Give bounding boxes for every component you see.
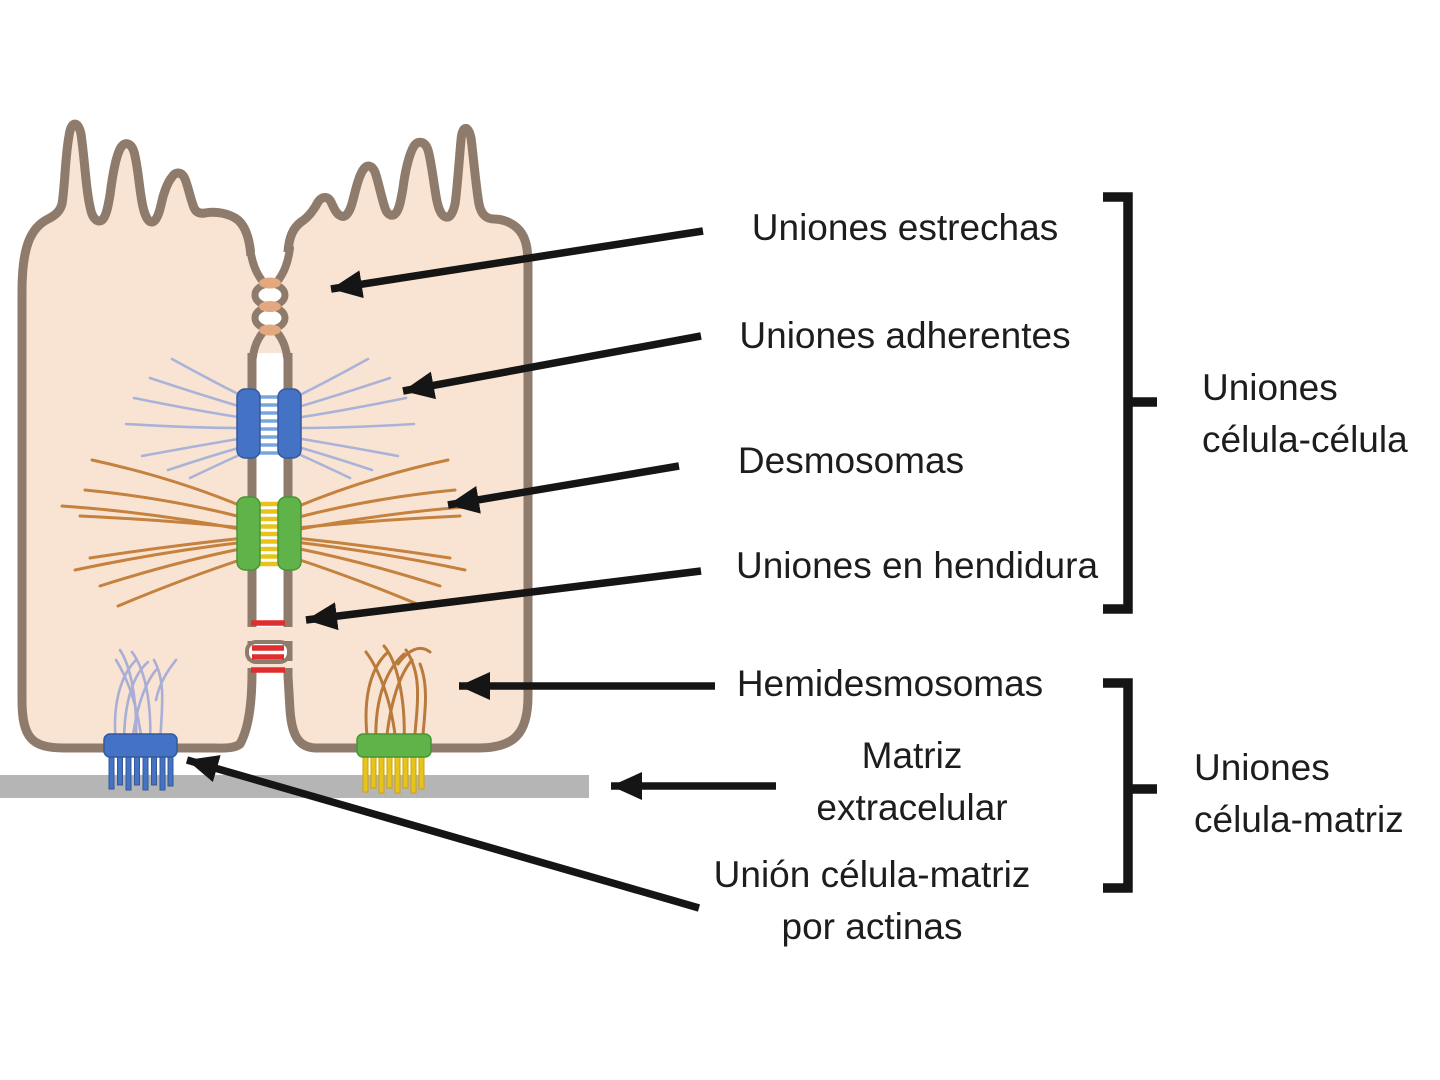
- actin-matrix-junction-structure: [103, 648, 178, 791]
- group-label-cell-matrix-line2: célula-matriz: [1194, 799, 1404, 840]
- arrow-gap-junction: [305, 567, 702, 631]
- desmosome-structure: [60, 458, 480, 608]
- integrin-teeth-blue: [108, 751, 174, 791]
- group-label-cell-matrix: Uniones célula-matriz: [1194, 742, 1404, 846]
- label-extracellular-matrix: Matriz extracelular: [816, 730, 1007, 834]
- hemidesmosome-filaments: [364, 644, 432, 746]
- label-hemidesmosome: Hemidesmosomas: [736, 663, 1044, 704]
- adherens-junction-structure: [124, 357, 416, 480]
- group-label-cell-cell: Uniones célula-célula: [1202, 362, 1408, 466]
- label-actin-junction: Unión célula-matriz por actinas: [714, 849, 1031, 953]
- label-extracellular-matrix-line1: Matriz: [861, 735, 963, 776]
- tight-junction-structure: [246, 244, 294, 361]
- arrow-actin-junction: [185, 755, 701, 912]
- arrow-adherens-junction: [402, 332, 702, 400]
- label-extracellular-matrix-line2: extracelular: [816, 787, 1008, 828]
- group-brackets: [1103, 192, 1157, 893]
- desmosome-cadherin-links: [258, 501, 280, 567]
- label-actin-junction-line2: por actinas: [781, 906, 963, 947]
- group-label-cell-cell-line2: célula-célula: [1202, 419, 1408, 460]
- actin-matrix-filaments: [113, 648, 178, 746]
- bracket-cell-cell: [1103, 192, 1133, 614]
- label-actin-junction-line1: Unión célula-matriz: [713, 854, 1031, 895]
- arrow-desmosome: [447, 462, 680, 514]
- label-tight-junction: Uniones estrechas: [751, 207, 1059, 248]
- left-cell: [17, 119, 257, 753]
- arrow-tight-junction: [330, 227, 704, 299]
- pointer-arrows: [185, 227, 776, 912]
- cadherin-links: [258, 395, 280, 455]
- bracket-cell-matrix: [1103, 678, 1133, 893]
- hemidesmosome-structure: [356, 644, 432, 794]
- group-label-cell-cell-line1: Uniones: [1202, 367, 1338, 408]
- gap-junction-structure: [245, 620, 295, 673]
- label-adherens-junction: Uniones adherentes: [739, 315, 1071, 356]
- intermediate-filaments-left: [60, 458, 248, 608]
- group-label-cell-matrix-line1: Uniones: [1194, 747, 1330, 788]
- label-gap-junction: Uniones en hendidura: [735, 545, 1099, 586]
- label-desmosome: Desmosomas: [737, 440, 965, 481]
- intermediate-filaments-right: [292, 458, 480, 608]
